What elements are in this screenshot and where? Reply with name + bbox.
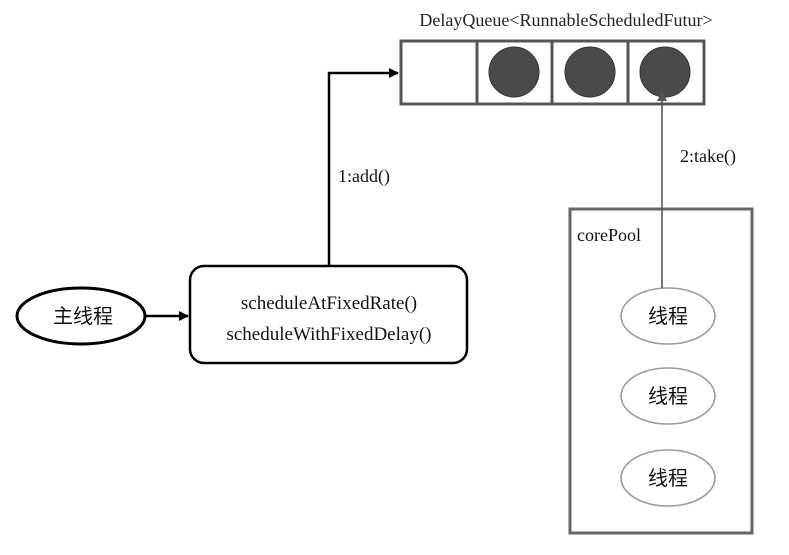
take-label: 2:take(): [680, 146, 736, 167]
scheduler-node: scheduleAtFixedRate() scheduleWithFixedD…: [188, 264, 469, 365]
main-thread-node: 主线程: [15, 286, 147, 346]
pool-thread-label: 线程: [648, 304, 688, 328]
add-label: 1:add(): [338, 166, 390, 187]
pool-thread-label: 线程: [648, 384, 688, 408]
schedule-with-fixed-delay-label: scheduleWithFixedDelay(): [226, 324, 431, 345]
pool-thread-label: 线程: [648, 466, 688, 490]
queue-title: DelayQueue<RunnableScheduledFutur>: [419, 10, 712, 30]
pool-thread: 线程: [620, 449, 716, 507]
pool-thread: 线程: [620, 287, 716, 345]
pool-thread-ellipse: [620, 287, 716, 345]
core-pool-label: corePool: [577, 225, 641, 245]
queued-task-circle: [564, 46, 616, 98]
pool-thread-ellipse: [620, 449, 716, 507]
schedule-at-fixed-rate-label: scheduleAtFixedRate(): [241, 293, 417, 314]
add-arrow: [327, 68, 399, 266]
main-thread-label: 主线程: [53, 304, 113, 328]
pool-thread-ellipse: [620, 367, 716, 425]
scheduler-box: [188, 264, 469, 365]
delay-queue: [399, 39, 706, 106]
main-thread-ellipse: [15, 286, 147, 346]
queued-task-circle: [488, 46, 540, 98]
queued-task-circle: [639, 46, 691, 98]
pool-thread: 线程: [620, 367, 716, 425]
